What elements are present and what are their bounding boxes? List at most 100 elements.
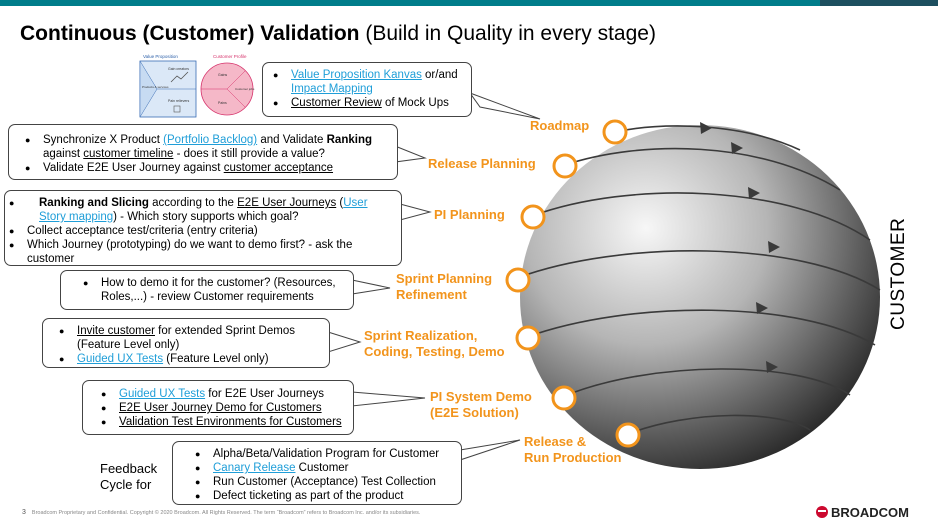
stage-label-pi-system-demo-2: (E2E Solution): [430, 405, 519, 420]
callout-6-bullet-1: Guided UX Tests for E2E User Journeys: [97, 387, 347, 401]
callout-3-bullet-3: Which Journey (prototyping) do we want t…: [5, 238, 395, 266]
callout-4-pointer: [351, 279, 391, 295]
callout-3-text-a: according to the: [148, 197, 238, 209]
gains-label: Gains: [218, 73, 227, 77]
stage-marker-release-planning[interactable]: [552, 153, 578, 179]
top-accent-bar: [0, 0, 938, 6]
stage-label-release-run-1: Release &: [524, 434, 587, 449]
callout-value-proposition: Value Proposition Kanvas or/and Impact M…: [262, 62, 472, 117]
vp-label: Value Proposition: [143, 54, 178, 59]
callout-release-run: Alpha/Beta/Validation Program for Custom…: [172, 441, 462, 505]
callout-6-underline-2: Validation Test Environments for Custome…: [119, 416, 342, 428]
callout-2-text-b: and Validate: [257, 134, 327, 146]
callout-7-bullet-4: Defect ticketing as part of the product: [191, 489, 455, 503]
callout-7-text-4: Defect ticketing as part of the product: [213, 490, 404, 502]
callout-1-pointer: [468, 91, 541, 120]
callout-3-text-3: Which Journey (prototyping) do we want t…: [27, 239, 353, 265]
stage-label-pi-planning: PI Planning: [434, 207, 505, 222]
logo-text: BROADCOM: [831, 505, 909, 520]
callout-2-underline-2: customer acceptance: [223, 162, 334, 174]
stage-label-sprint-planning-2: Refinement: [396, 287, 467, 302]
callout-2-text-d: - does it still provide a value?: [173, 148, 325, 160]
callout-5-bullet-1: Invite customer for extended Sprint Demo…: [55, 324, 323, 352]
stage-marker-pi-system-demo[interactable]: [551, 385, 577, 411]
callout-5-text-1: for extended Sprint Demos (Feature Level…: [77, 325, 295, 351]
callout-1-text-2: of Mock Ups: [381, 97, 449, 109]
callout-6-text-1: for E2E User Journeys: [205, 388, 324, 400]
cp-label: Customer Profile: [213, 54, 247, 59]
callout-3-bullet-2: Collect acceptance test/criteria (entry …: [5, 224, 395, 238]
broadcom-logo-icon: [816, 506, 828, 518]
callout-pi-system-demo: Guided UX Tests for E2E User Journeys E2…: [82, 380, 354, 435]
feedback-line-1: Feedback: [100, 461, 158, 476]
broadcom-logo: BROADCOM: [816, 505, 909, 520]
impact-mapping-link[interactable]: Impact Mapping: [291, 83, 373, 95]
callout-7-text-2: Customer: [295, 462, 349, 474]
pains-label: Pains: [218, 101, 227, 105]
portfolio-backlog-link[interactable]: (Portfolio Backlog): [163, 134, 258, 146]
callout-pi-planning: Ranking and Slicing according to the E2E…: [4, 190, 402, 266]
callout-1-text-1: or/and: [421, 69, 458, 81]
callout-7-text-1: Alpha/Beta/Validation Program for Custom…: [213, 448, 440, 460]
callout-3-text-c: ) - Which story supports which goal?: [113, 211, 299, 223]
callout-6-underline-1: E2E User Journey Demo for Customers: [119, 402, 322, 414]
pain-relievers-label: Pain relievers: [168, 99, 189, 103]
callout-2-underline-1: customer timeline: [83, 148, 174, 160]
stage-label-release-run: Release &Run Production: [524, 434, 622, 466]
stage-marker-release-run[interactable]: [615, 422, 641, 448]
customer-review-text: Customer Review: [291, 97, 382, 109]
callout-6-bullet-2: E2E User Journey Demo for Customers: [97, 401, 347, 415]
feedback-line-2: Cycle for: [100, 477, 152, 492]
invite-customer-text: Invite customer: [77, 325, 155, 337]
stage-label-sprint-realization-1: Sprint Realization,: [364, 328, 478, 343]
guided-ux-tests-link-1[interactable]: Guided UX Tests: [77, 353, 164, 365]
stage-marker-roadmap[interactable]: [602, 119, 628, 145]
callout-6-pointer: [351, 391, 426, 407]
callout-sprint-realization: Invite customer for extended Sprint Demo…: [42, 318, 330, 368]
callout-7-bullet-1: Alpha/Beta/Validation Program for Custom…: [191, 447, 455, 461]
callout-5-pointer: [327, 331, 362, 353]
stage-label-sprint-realization-2: Coding, Testing, Demo: [364, 344, 505, 359]
canary-release-link[interactable]: Canary Release: [213, 462, 296, 474]
customer-side-label: CUSTOMER: [888, 217, 909, 330]
user-story-mapping-link[interactable]: User Story mapping: [39, 197, 368, 223]
callout-3-bullet-1: Ranking and Slicing according to the E2E…: [5, 196, 395, 224]
stage-label-sprint-realization: Sprint Realization,Coding, Testing, Demo: [364, 328, 505, 360]
spiral-globe: [520, 125, 880, 469]
top-accent-bar-right: [820, 0, 938, 6]
callout-2-text-e: Validate E2E User Journey against: [43, 162, 224, 174]
callout-7-bullet-3: Run Customer (Acceptance) Test Collectio…: [191, 475, 455, 489]
callout-7-bullet-2: Canary Release Customer: [191, 461, 455, 475]
callout-2-bullet-1: Synchronize X Product (Portfolio Backlog…: [21, 133, 391, 161]
stage-label-roadmap: Roadmap: [530, 118, 590, 133]
products-label: Products & services: [142, 85, 169, 89]
value-proposition-kanvas-link[interactable]: Value Proposition Kanvas: [291, 69, 422, 81]
callout-5-text-2: (Feature Level only): [163, 353, 269, 365]
stage-label-pi-system-demo-1: PI System Demo: [430, 389, 532, 404]
callout-4-text: How to demo it for the customer? (Resour…: [101, 277, 336, 303]
stage-marker-pi-planning[interactable]: [520, 204, 546, 230]
gain-creators-label: Gain creators: [168, 67, 189, 71]
value-proposition-canvas-image: Value Proposition Customer Profile Gain …: [139, 54, 255, 118]
jobs-label: Customer jobs: [235, 87, 255, 91]
callout-1-bullet-2: Customer Review of Mock Ups: [269, 96, 465, 110]
callout-release-planning: Synchronize X Product (Portfolio Backlog…: [8, 124, 398, 180]
stage-marker-sprint-realization[interactable]: [515, 325, 541, 351]
page-number: 3: [22, 509, 26, 516]
stage-marker-sprint-planning[interactable]: [505, 267, 531, 293]
callout-7-pointer: [459, 439, 521, 461]
callout-2-bullet-2: Validate E2E User Journey against custom…: [21, 161, 391, 175]
slide-title: Continuous (Customer) Validation (Build …: [20, 22, 656, 46]
callout-7-text-3: Run Customer (Acceptance) Test Collectio…: [213, 476, 436, 488]
callout-3-text-b: (: [336, 197, 344, 209]
guided-ux-tests-link-2[interactable]: Guided UX Tests: [119, 388, 206, 400]
callout-1-bullet-1: Value Proposition Kanvas or/and Impact M…: [269, 68, 465, 96]
callout-2-text-c: against: [43, 148, 84, 160]
callout-4-bullet-1: How to demo it for the customer? (Resour…: [79, 276, 347, 304]
stage-label-release-planning: Release Planning: [428, 156, 536, 171]
title-bold: Continuous (Customer) Validation: [20, 22, 360, 45]
stage-label-pi-system-demo: PI System Demo(E2E Solution): [430, 389, 532, 421]
